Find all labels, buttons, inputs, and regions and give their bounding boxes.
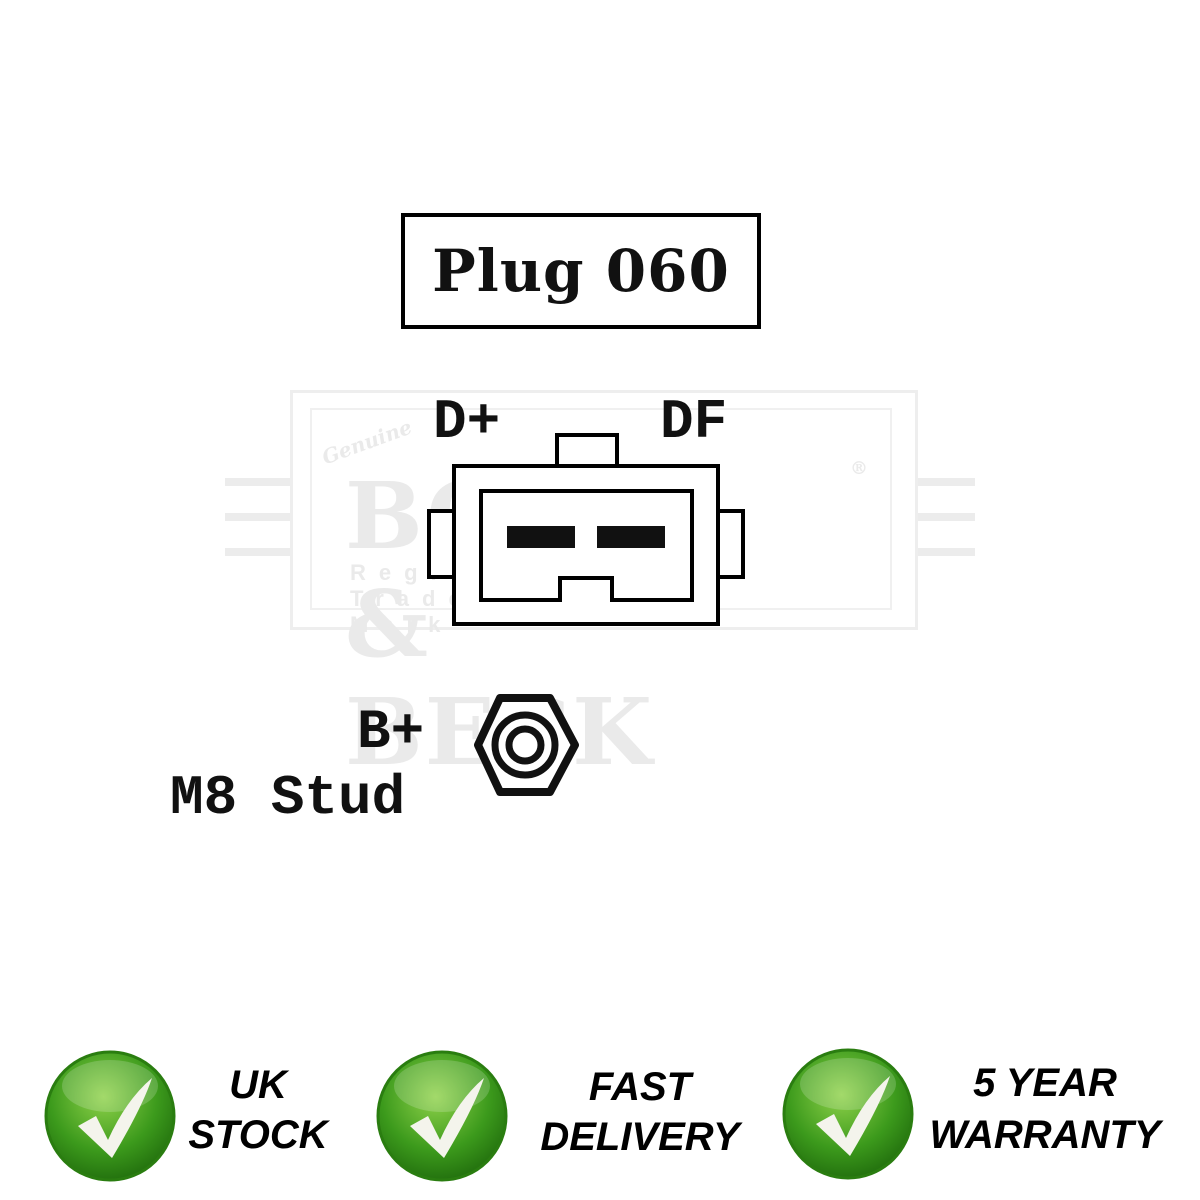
watermark-stripe: [225, 548, 290, 556]
plug-label-box: Plug 060: [401, 213, 761, 329]
badge-line1: FAST: [588, 1065, 692, 1109]
watermark-stripe: [225, 478, 290, 486]
watermark-reg: ®: [850, 458, 868, 479]
terminal-d-plus: D+: [433, 390, 501, 454]
watermark-stripe: [915, 513, 975, 521]
pin-d-plus: [507, 526, 575, 548]
watermark-stripe: [915, 548, 975, 556]
connector-key-notch: [558, 576, 614, 602]
check-icon: [782, 1048, 914, 1180]
pin-df: [597, 526, 665, 548]
badge-line2: STOCK: [188, 1113, 328, 1157]
watermark-frame: [290, 390, 918, 630]
badge-line1: 5 YEAR: [973, 1061, 1117, 1105]
badge-line1: UK: [229, 1063, 287, 1107]
check-icon: [376, 1050, 508, 1182]
stud-nut-icon: [474, 694, 579, 796]
badge-line2: DELIVERY: [540, 1115, 740, 1159]
plug-label: Plug 060: [432, 237, 730, 305]
check-icon: [44, 1050, 176, 1182]
watermark-stripe: [225, 513, 290, 521]
terminal-b-plus: B+: [357, 700, 425, 764]
stud-size: M8 Stud: [170, 766, 406, 830]
watermark-stripe: [915, 478, 975, 486]
badge-line2: WARRANTY: [929, 1113, 1161, 1157]
terminal-df: DF: [660, 390, 728, 454]
